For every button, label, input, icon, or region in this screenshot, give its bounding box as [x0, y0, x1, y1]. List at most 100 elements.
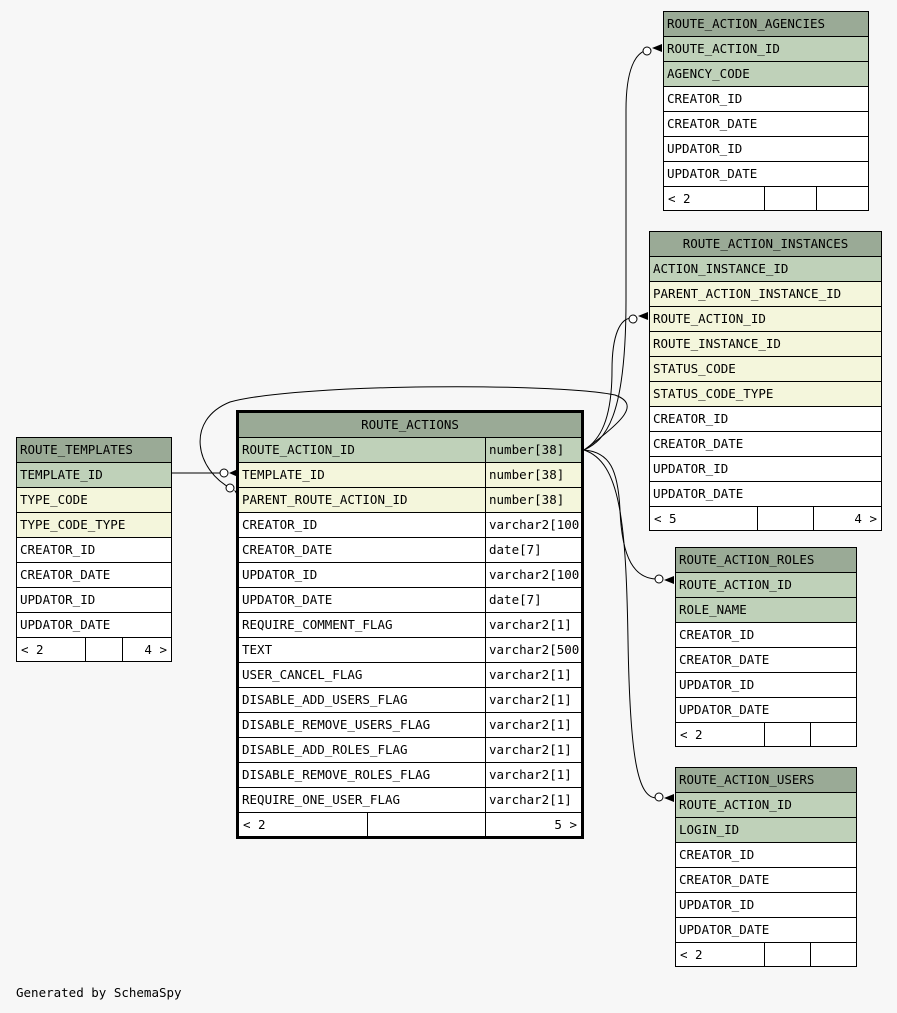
- column-row[interactable]: CREATOR_ID: [676, 623, 856, 648]
- column-name: TEMPLATE_ID: [242, 467, 325, 482]
- column-row[interactable]: CREATOR_DATE: [650, 432, 881, 457]
- column-name: ROUTE_ACTION_ID: [667, 41, 780, 56]
- column-name: UPDATOR_ID: [653, 461, 729, 476]
- footer-middle: [85, 638, 122, 661]
- column-type: varchar2[1]: [485, 788, 581, 812]
- column-row[interactable]: CREATOR_ID: [650, 407, 881, 432]
- column-row[interactable]: UPDATOR_DATE: [664, 162, 868, 187]
- table-header[interactable]: ROUTE_TEMPLATES: [17, 438, 171, 463]
- column-name: UPDATOR_DATE: [679, 702, 770, 717]
- column-row[interactable]: CREATOR_ID: [664, 87, 868, 112]
- column-row[interactable]: ROUTE_ACTION_ID: [676, 573, 856, 598]
- table-route-action-instances[interactable]: ROUTE_ACTION_INSTANCES ACTION_INSTANCE_I…: [649, 231, 882, 531]
- column-type: varchar2[100]: [485, 563, 581, 587]
- column-name: CREATOR_DATE: [667, 116, 758, 131]
- edge-end-circle: [219, 468, 229, 478]
- column-row[interactable]: ROUTE_INSTANCE_ID: [650, 332, 881, 357]
- table-footer: < 2: [664, 187, 868, 210]
- column-row[interactable]: CREATOR_ID: [17, 538, 171, 563]
- table-header[interactable]: ROUTE_ACTION_USERS: [676, 768, 856, 793]
- edge-end-circle: [654, 574, 664, 584]
- column-row[interactable]: TEMPLATE_ID number[38]: [239, 463, 581, 488]
- column-row[interactable]: AGENCY_CODE: [664, 62, 868, 87]
- edge-to-agencies: [583, 49, 649, 451]
- column-row[interactable]: CREATOR_DATE: [676, 648, 856, 673]
- column-name: LOGIN_ID: [679, 822, 740, 837]
- column-name: CREATOR_DATE: [679, 872, 770, 887]
- column-row[interactable]: ROUTE_ACTION_ID: [676, 793, 856, 818]
- table-header[interactable]: ROUTE_ACTION_INSTANCES: [650, 232, 881, 257]
- column-row[interactable]: UPDATOR_ID varchar2[100]: [239, 563, 581, 588]
- column-type: date[7]: [485, 538, 581, 562]
- footer-parents: < 2: [668, 191, 691, 206]
- edge-end-circle: [628, 314, 638, 324]
- column-row[interactable]: CREATOR_DATE: [17, 563, 171, 588]
- edge-to-roles: [583, 449, 657, 580]
- column-row[interactable]: CREATOR_ID: [676, 843, 856, 868]
- table-route-action-users[interactable]: ROUTE_ACTION_USERS ROUTE_ACTION_ID LOGIN_…: [675, 767, 857, 967]
- column-name: UPDATOR_ID: [242, 567, 318, 582]
- column-row[interactable]: ROLE_NAME: [676, 598, 856, 623]
- footer-parents: < 2: [680, 727, 703, 742]
- column-type: varchar2[1]: [485, 688, 581, 712]
- table-footer: < 2: [676, 943, 856, 966]
- column-row[interactable]: STATUS_CODE_TYPE: [650, 382, 881, 407]
- column-name: ACTION_INSTANCE_ID: [653, 261, 789, 276]
- column-row[interactable]: UPDATOR_ID: [676, 893, 856, 918]
- column-row[interactable]: UPDATOR_DATE: [676, 698, 856, 723]
- column-row[interactable]: UPDATOR_DATE: [17, 613, 171, 638]
- footer-children: 5 >: [485, 813, 581, 836]
- column-row[interactable]: PARENT_ACTION_INSTANCE_ID: [650, 282, 881, 307]
- column-name: CREATOR_ID: [653, 411, 729, 426]
- table-route-action-agencies[interactable]: ROUTE_ACTION_AGENCIES ROUTE_ACTION_ID AGE…: [663, 11, 869, 211]
- column-type: number[38]: [485, 488, 581, 512]
- column-row[interactable]: TEMPLATE_ID: [17, 463, 171, 488]
- column-row[interactable]: ACTION_INSTANCE_ID: [650, 257, 881, 282]
- column-row[interactable]: ROUTE_ACTION_ID: [664, 37, 868, 62]
- edge-end-circle: [225, 483, 235, 493]
- table-header[interactable]: ROUTE_ACTION_AGENCIES: [664, 12, 868, 37]
- column-name: DISABLE_REMOVE_ROLES_FLAG: [242, 767, 431, 782]
- column-name: CREATOR_ID: [667, 91, 743, 106]
- column-name: UPDATOR_ID: [20, 592, 96, 607]
- column-type: varchar2[500]: [485, 638, 581, 662]
- column-row[interactable]: UPDATOR_DATE: [650, 482, 881, 507]
- column-row[interactable]: TYPE_CODE_TYPE: [17, 513, 171, 538]
- column-row[interactable]: CREATOR_DATE: [676, 868, 856, 893]
- column-row[interactable]: CREATOR_DATE: [664, 112, 868, 137]
- column-row[interactable]: UPDATOR_ID: [17, 588, 171, 613]
- column-row[interactable]: UPDATOR_ID: [676, 673, 856, 698]
- column-type: number[38]: [485, 463, 581, 487]
- column-row[interactable]: UPDATOR_ID: [664, 137, 868, 162]
- column-row[interactable]: UPDATOR_ID: [650, 457, 881, 482]
- column-name: STATUS_CODE: [653, 361, 736, 376]
- footer-middle: [757, 507, 813, 530]
- column-row[interactable]: TYPE_CODE: [17, 488, 171, 513]
- column-row[interactable]: ROUTE_ACTION_ID: [650, 307, 881, 332]
- column-type: number[38]: [485, 438, 581, 462]
- column-row[interactable]: UPDATOR_DATE: [676, 918, 856, 943]
- table-header[interactable]: ROUTE_ACTIONS: [239, 413, 581, 438]
- column-row[interactable]: LOGIN_ID: [676, 818, 856, 843]
- column-name: UPDATOR_DATE: [242, 592, 333, 607]
- column-name: CREATOR_ID: [679, 847, 755, 862]
- column-row[interactable]: STATUS_CODE: [650, 357, 881, 382]
- table-header[interactable]: ROUTE_ACTION_ROLES: [676, 548, 856, 573]
- column-type: varchar2[1]: [485, 663, 581, 687]
